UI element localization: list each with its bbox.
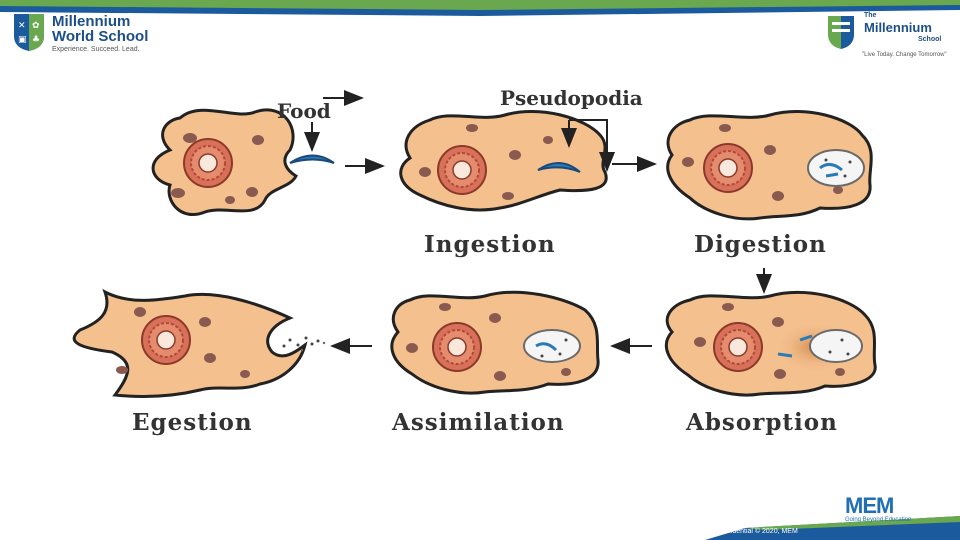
mem-logo-text: MEM	[845, 493, 894, 518]
amoeba-cell-food-approach	[151, 108, 335, 216]
svg-text:✕: ✕	[18, 21, 26, 31]
logo-name: Millennium	[864, 20, 932, 35]
amoeba-cell-assimilation	[390, 290, 600, 395]
stage-absorption-label: Absorption	[686, 409, 838, 436]
svg-text:✿: ✿	[32, 21, 40, 31]
logo-tagline: "Live Today. Change Tomorrow"	[862, 52, 947, 58]
amoeba-cell-pseudopodia	[399, 110, 608, 212]
stage-assimilation-label: Assimilation	[392, 409, 565, 436]
logo-line2: World School	[52, 28, 149, 45]
top-decorative-bar	[0, 0, 960, 16]
amoeba-cell-absorption	[665, 290, 877, 397]
footer-decorative-band	[705, 516, 960, 540]
school-shield-icon	[828, 16, 854, 49]
pseudopodia-label: Pseudopodia	[500, 86, 643, 110]
svg-text:♣: ♣	[32, 35, 40, 45]
stage-ingestion-label: Ingestion	[424, 231, 556, 258]
mem-logo: MEM Going Beyond Education	[845, 493, 911, 523]
food-label: Food	[277, 99, 331, 123]
stage-digestion-label: Digestion	[694, 231, 827, 258]
logo-tagline: Experience. Succeed. Lead.	[52, 46, 140, 53]
logo-the: The	[864, 12, 877, 19]
millennium-world-school-logo: ✕ ✿ ▣ ♣ Millennium World School Experien…	[12, 12, 148, 56]
school-crest-icon: ✕ ✿ ▣ ♣	[14, 14, 44, 51]
pseudopodia-arrow-right	[569, 119, 615, 172]
mem-tagline: Going Beyond Education	[845, 517, 912, 523]
the-millennium-school-logo: The Millennium School "Live Today. Chang…	[826, 12, 950, 60]
logo-line1: Millennium	[52, 13, 131, 30]
amoeba-cell-digestion	[666, 110, 873, 221]
amoeba-cell-egestion	[72, 288, 326, 398]
stage-egestion-label: Egestion	[132, 409, 253, 436]
logo-school: School	[918, 36, 942, 43]
svg-text:▣: ▣	[18, 35, 27, 45]
confidential-notice: Confidential © 2020, MEM	[716, 528, 798, 535]
